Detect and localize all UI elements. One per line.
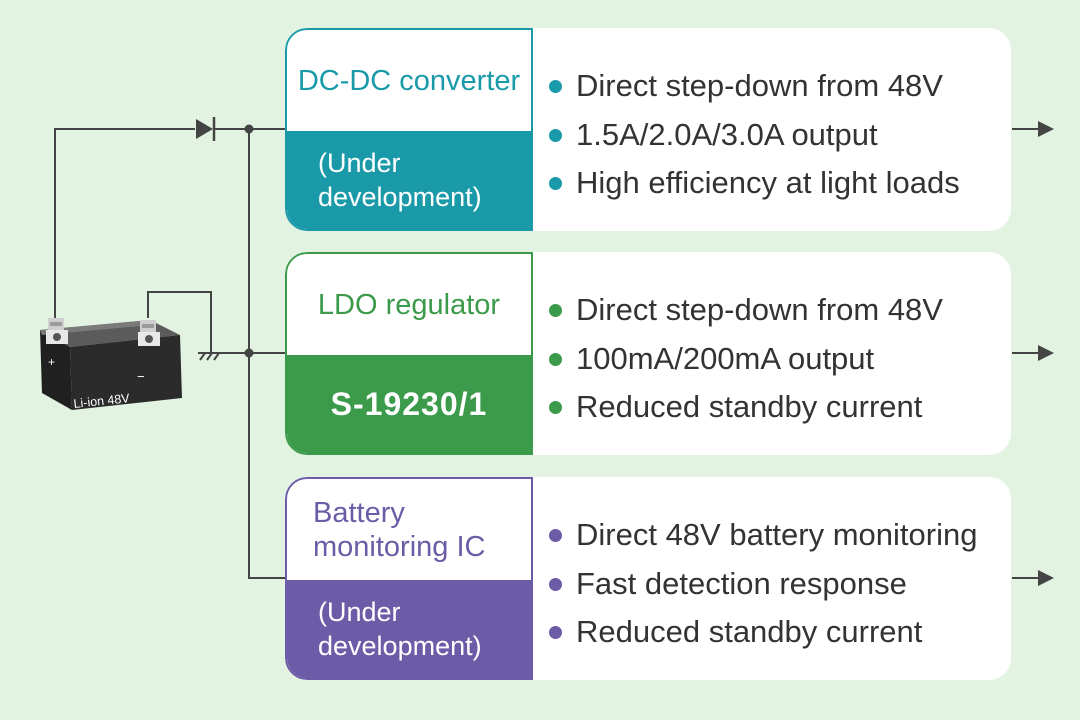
block-part-box: (Under development)	[287, 131, 531, 229]
feature-item: Reduced standby current	[549, 608, 977, 657]
block-label-column: LDO regulator S-19230/1	[285, 252, 533, 455]
block-part-number: S-19230/1	[330, 385, 488, 422]
arrow-right-icon	[1012, 345, 1054, 361]
diode-icon	[196, 117, 216, 141]
feature-list: Direct step-down from 48V 100mA/200mA ou…	[549, 286, 943, 432]
feature-item: Direct 48V battery monitoring	[549, 511, 977, 560]
feature-list: Direct 48V battery monitoring Fast detec…	[549, 511, 977, 657]
feature-item: 1.5A/2.0A/3.0A output	[549, 111, 960, 160]
bullet-dot	[549, 626, 562, 639]
block-part-box: (Under development)	[287, 580, 531, 678]
block-part-status: (Under development)	[318, 597, 482, 661]
ldo-regulator-block: LDO regulator S-19230/1 Direct step-down…	[285, 252, 1011, 455]
feature-item: Direct step-down from 48V	[549, 286, 943, 335]
arrow-right-icon	[1012, 570, 1054, 586]
feature-item: Direct step-down from 48V	[549, 62, 960, 111]
negative-lead	[147, 291, 212, 353]
junction-dot	[244, 348, 254, 358]
block-label-column: Battery monitoring IC (Under development…	[285, 477, 533, 680]
block-name: Battery monitoring IC	[313, 496, 486, 563]
arrow-right-icon	[1012, 121, 1054, 137]
feature-item: Fast detection response	[549, 560, 977, 609]
feature-item: High efficiency at light loads	[549, 159, 960, 208]
block-label-column: DC-DC converter (Under development)	[285, 28, 533, 231]
vertical-bus	[248, 129, 287, 579]
dc-dc-converter-block: DC-DC converter (Under development) Dire…	[285, 28, 1011, 231]
block-name: DC-DC converter	[297, 64, 521, 97]
feature-item: 100mA/200mA output	[549, 335, 943, 384]
feature-list: Direct step-down from 48V 1.5A/2.0A/3.0A…	[549, 62, 960, 208]
ground-icon	[198, 352, 224, 361]
block-name: LDO regulator	[317, 288, 501, 321]
bullet-dot	[549, 352, 562, 366]
positive-lead	[54, 128, 195, 318]
battery-monitoring-block: Battery monitoring IC (Under development…	[285, 477, 1011, 680]
bullet-dot	[549, 177, 562, 190]
battery-minus-label: −	[137, 369, 145, 384]
battery-label: Li-ion 48V	[73, 391, 131, 411]
bullet-dot	[549, 529, 562, 542]
junction-dot	[244, 124, 254, 134]
bullet-dot	[549, 304, 562, 317]
bullet-dot	[549, 577, 562, 591]
battery-plus-label: +	[48, 355, 55, 369]
block-part-status: (Under development)	[318, 148, 482, 212]
bullet-dot	[549, 401, 562, 414]
battery-icon	[40, 318, 182, 410]
bullet-dot	[549, 80, 562, 93]
block-part-box: S-19230/1	[287, 355, 531, 453]
feature-item: Reduced standby current	[549, 383, 943, 432]
bullet-dot	[549, 128, 562, 142]
